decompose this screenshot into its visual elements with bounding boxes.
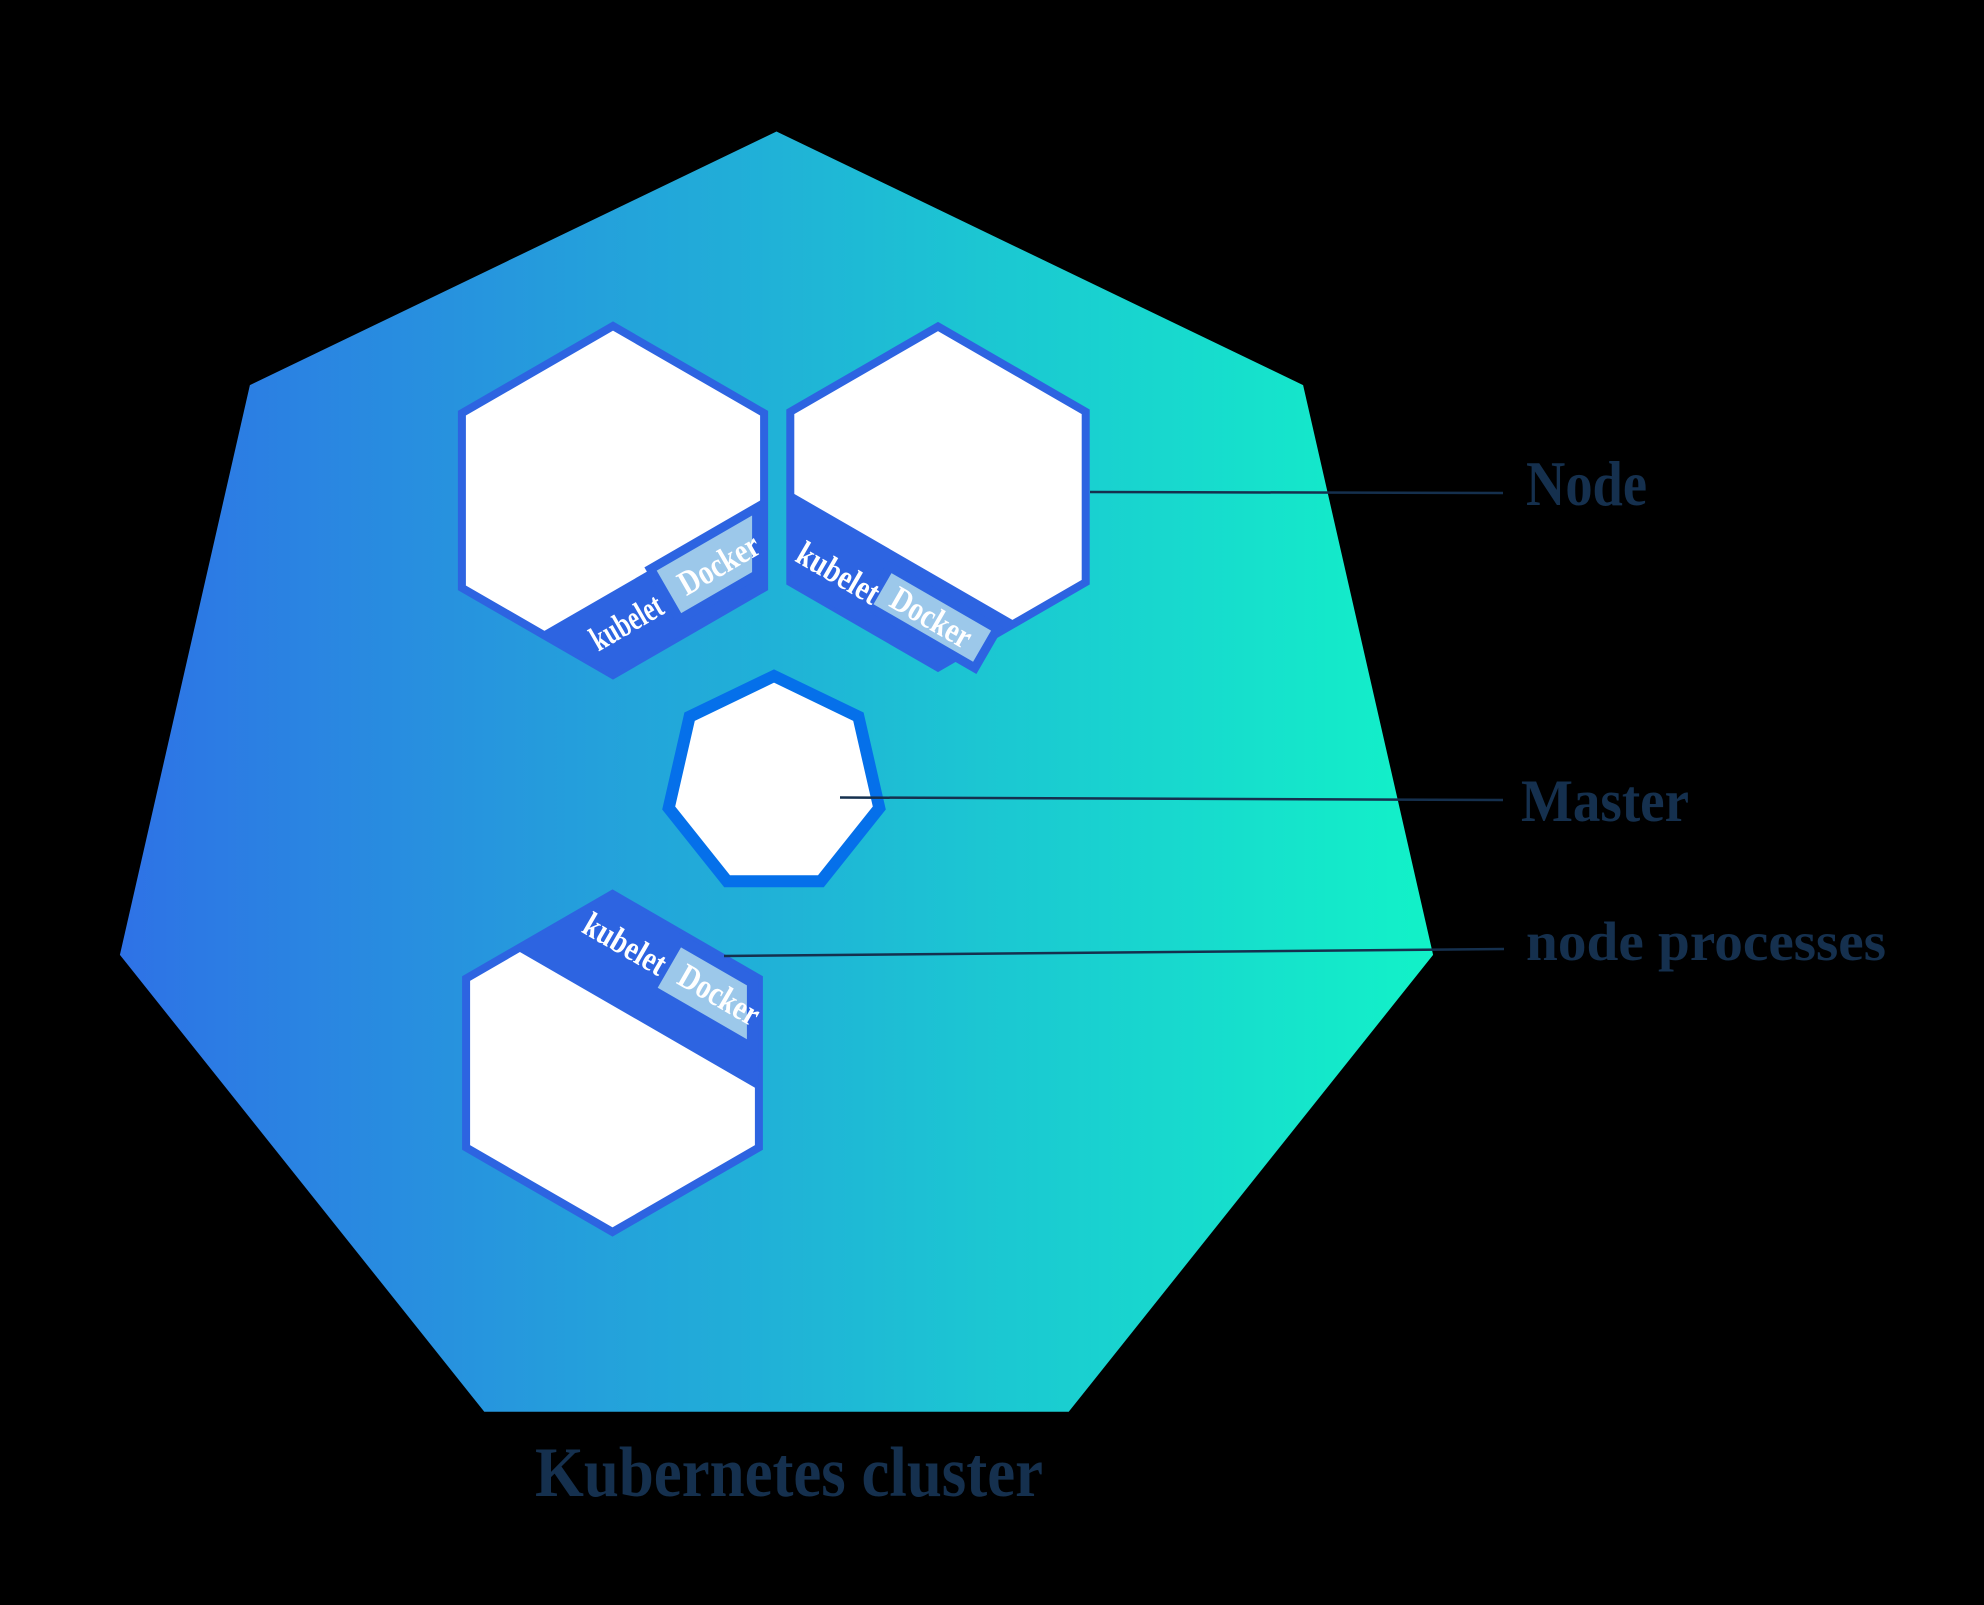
svg-text:Node: Node bbox=[1526, 448, 1647, 519]
svg-text:Kubernetes cluster: Kubernetes cluster bbox=[535, 1434, 1043, 1512]
svg-text:Master: Master bbox=[1521, 768, 1689, 834]
svg-text:node processes: node processes bbox=[1526, 911, 1886, 972]
